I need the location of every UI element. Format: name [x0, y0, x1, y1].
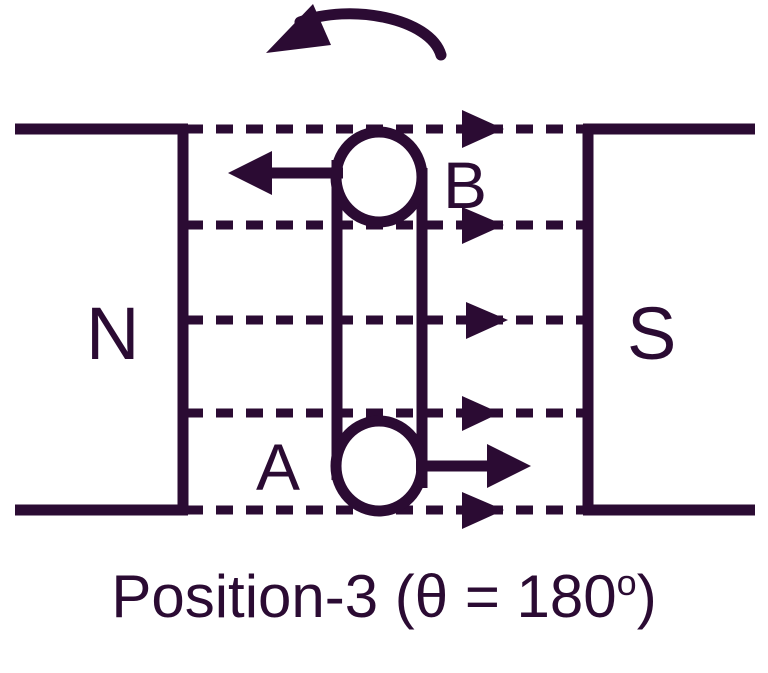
caption-degree-symbol: o	[616, 562, 637, 603]
field-line-arrowheads	[462, 110, 508, 529]
field-arrow-5	[462, 492, 504, 529]
caption-suffix: )	[636, 563, 657, 630]
rotation-arrow-head	[266, 4, 331, 53]
rotation-arc	[294, 8, 447, 61]
north-pole-magnet	[15, 123, 189, 516]
coil-conductor-a	[330, 415, 428, 517]
caption-prefix: Position-3 (	[111, 563, 415, 630]
caption-value: 180	[516, 563, 617, 630]
diagram-caption: Position-3 (θ = 180o)	[0, 565, 768, 627]
force-arrow-b-head	[228, 151, 272, 195]
force-arrow-a	[416, 444, 531, 488]
rotation-direction-arrow	[266, 4, 447, 61]
caption-equals: =	[448, 563, 517, 630]
field-arrow-4	[462, 396, 500, 431]
force-arrow-a-head	[487, 444, 531, 488]
south-pole-label: S	[627, 292, 677, 375]
north-pole-label: N	[86, 292, 140, 375]
magnetic-field-lines	[186, 124, 588, 515]
field-arrow-1	[462, 110, 504, 148]
caption-theta: θ	[414, 563, 449, 630]
coil-label-b: B	[443, 148, 488, 222]
field-arrow-3	[466, 302, 508, 339]
field-arrow-2	[462, 207, 504, 244]
coil-label-a: A	[256, 430, 301, 504]
coil-conductor-b	[330, 126, 428, 228]
force-arrow-b	[228, 151, 343, 195]
